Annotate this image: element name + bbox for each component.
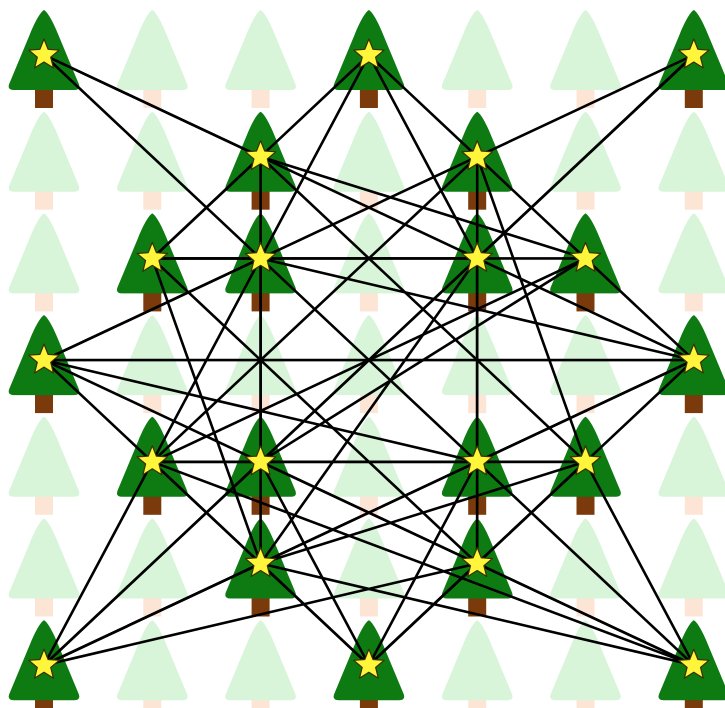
tree-trunk (35, 393, 53, 413)
tree-trunk (685, 190, 703, 210)
tree-trunk (35, 597, 53, 617)
tree-trunk (35, 495, 53, 515)
tree-trunk (35, 88, 53, 108)
tree-trunk (468, 88, 486, 108)
tree-trunk (143, 495, 161, 515)
tree-trunk (252, 88, 270, 108)
tree-trunk (685, 495, 703, 515)
tree-trunk (143, 190, 161, 210)
tree-trunk (360, 88, 378, 108)
tree-trunk (685, 393, 703, 413)
tree-trunk (577, 190, 595, 210)
tree-trunk (35, 190, 53, 210)
tree-trunk (685, 291, 703, 311)
tree-trunk (360, 597, 378, 617)
tree-trunk (360, 291, 378, 311)
tree-trunk (577, 495, 595, 515)
tree-trunk (35, 291, 53, 311)
tree-trunk (685, 88, 703, 108)
tree-trunk (685, 597, 703, 617)
